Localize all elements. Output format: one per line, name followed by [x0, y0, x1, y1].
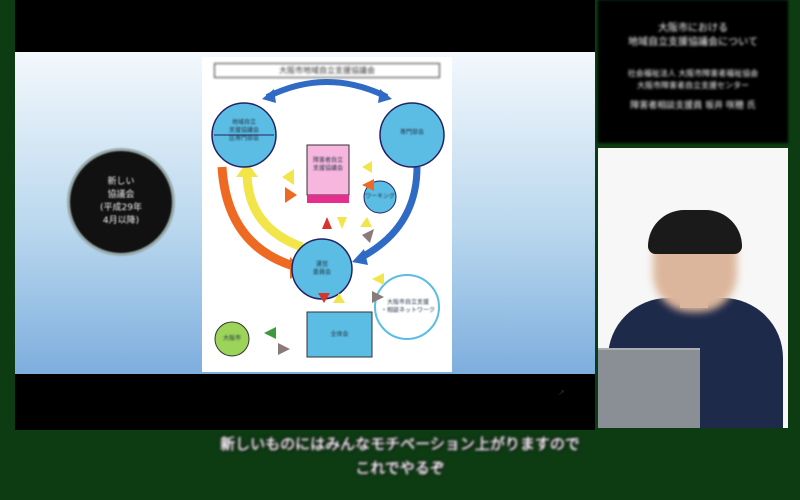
speaker-organization: 社会福祉法人 大阪市障害者福祉協会 大阪市障害者自立支援センター [627, 69, 759, 90]
caption-line-1: 新しいものにはみんなモチベーション上がりますので [220, 435, 580, 453]
diagram-graphic [211, 79, 445, 358]
presentation-slide: 新しい 協議会 (平成29年 4月以降) [15, 52, 595, 397]
orange-arc-arrow [217, 166, 299, 272]
center-node-label: 障害者自立 支援協議会 [312, 157, 343, 172]
speaker-info-panel: 大阪市における 地域自立支援協議会について 社会福祉法人 大阪市障害者福祉協会 … [598, 0, 788, 143]
diagram-title: 大阪市地域自立支援協議会 [214, 63, 440, 78]
expert-node-label: 専門部会 [399, 129, 424, 136]
talk-title: 大阪市における 地域自立支援協議会について [628, 23, 758, 48]
working-node-label: ワーキング [365, 193, 395, 200]
cursor-mark: ↗ [558, 388, 565, 397]
caption-line-2: これでやるぞ [355, 459, 445, 477]
laptop [598, 348, 700, 428]
network-node-label: 大阪市自立支援 ・相談ネットワーク [380, 299, 435, 314]
speaker-name: 障害者相談支援員 坂井 咲穂 氏 [630, 101, 756, 111]
slide-stage: 新しい 協議会 (平成29年 4月以降) [15, 0, 595, 430]
subtitle-caption: 新しいものにはみんなモチベーション上がりますので これでやるぞ [0, 432, 800, 480]
speaker-camera [598, 148, 788, 428]
local-node-label: 地域自立 支援協議会 区専門部会 [228, 119, 259, 142]
main-node-label: 運営 委員会 [312, 261, 331, 276]
top-arc-arrow [265, 79, 389, 100]
green-node [214, 321, 250, 357]
green-node-label: 大阪市 [222, 335, 241, 342]
expert-node [379, 102, 445, 168]
network-node [374, 274, 440, 340]
office-node-label: 全体会 [330, 331, 349, 338]
new-council-text: 新しい 協議会 (平成29年 4月以降) [100, 177, 142, 226]
right-arc-arrow [360, 166, 421, 261]
office-node [306, 311, 373, 358]
yellow-arc-arrow [242, 171, 304, 252]
speaker-hair [648, 210, 742, 254]
council-diagram: 大阪市地域自立支援協議会 地域自立 支援協議会 区専門部会 専門部会 障害者自立… [202, 57, 452, 372]
new-council-circle: 新しい 協議会 (平成29年 4月以降) [67, 148, 175, 256]
